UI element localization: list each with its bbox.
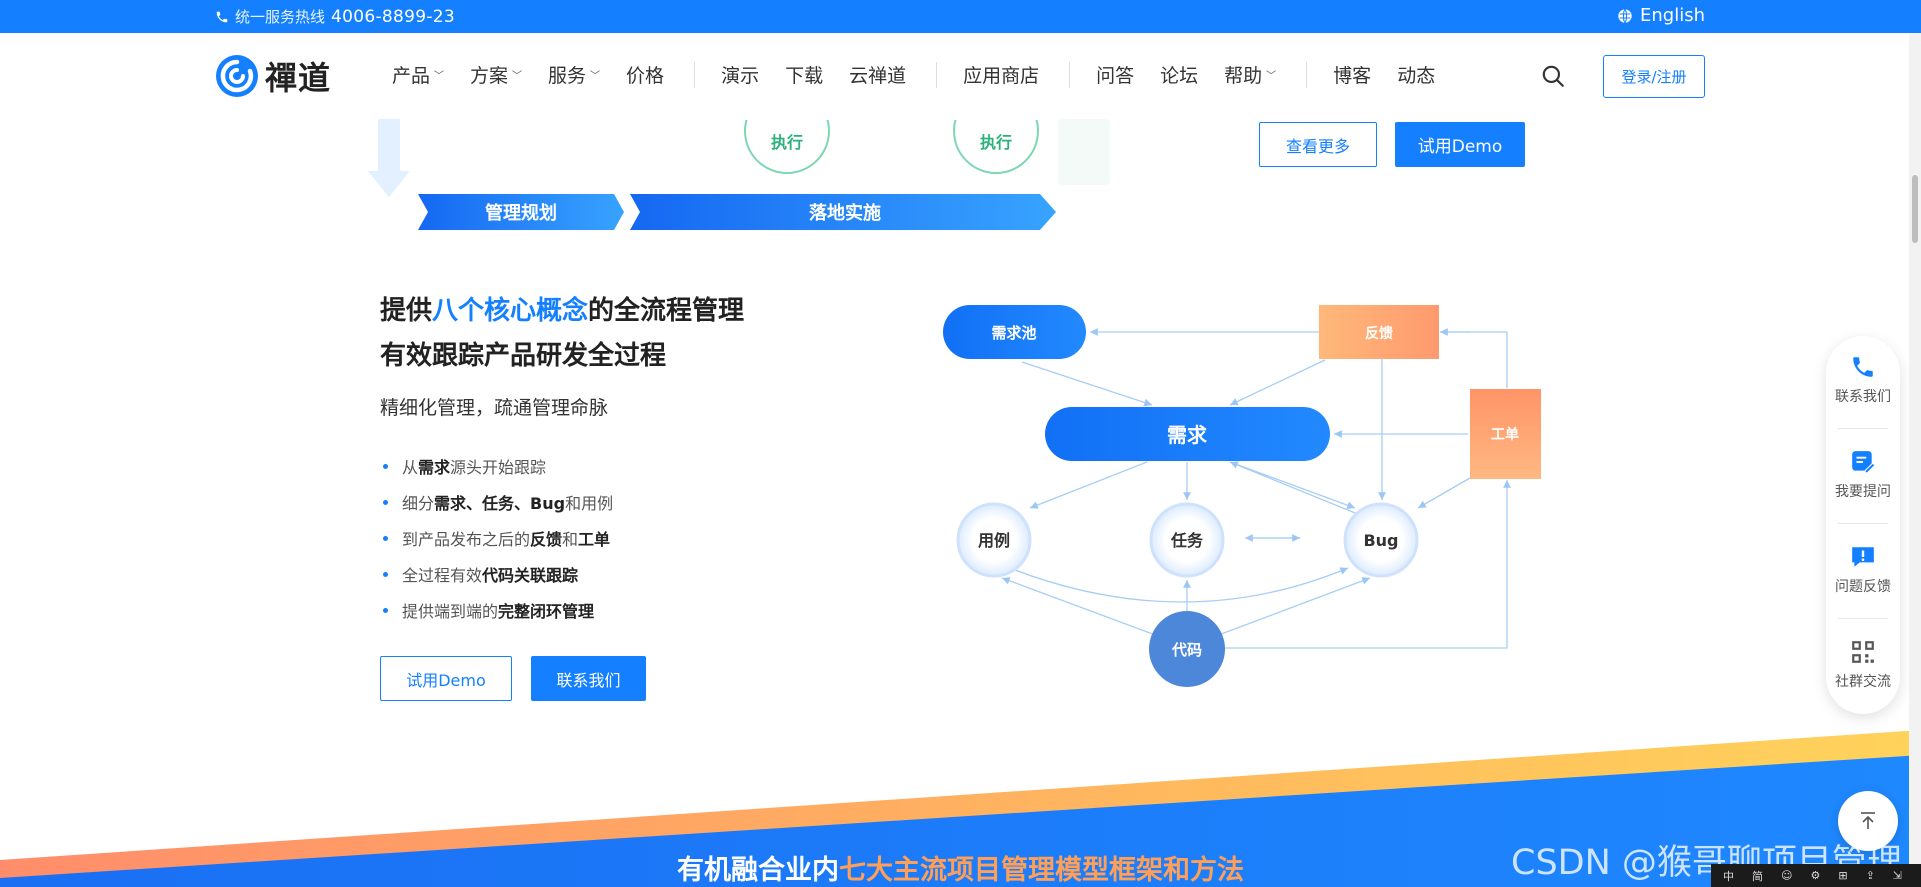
contact-us-button[interactable]: 联系我们 — [531, 656, 646, 701]
nav-item[interactable]: 帮助﹀ — [1224, 65, 1277, 87]
node-ticket: 工单 — [1491, 426, 1519, 443]
edit-icon — [1852, 451, 1876, 474]
bullet-dot — [383, 535, 388, 541]
node-testcase: 用例 — [978, 531, 1010, 550]
feature-bullet: 提供端到端的完整闭环管理 — [383, 592, 613, 628]
system-taskbar: 中 简 ☺ ⚙ ⊞ ⇪ ⇲ — [1711, 864, 1921, 887]
top-bar: 统一服务热线 4006-8899-23 English — [0, 0, 1921, 33]
arrow-up-icon — [1861, 812, 1875, 829]
bullet-dot — [383, 571, 388, 577]
ribbon-shapes — [418, 194, 1056, 230]
nav-item[interactable]: 演示 — [721, 65, 760, 87]
down-arrow-decoration — [368, 119, 410, 197]
chevron-down-icon: ﹀ — [434, 71, 445, 82]
taskbar-glyph[interactable]: ⇪ — [1865, 869, 1875, 882]
scrollbar-thumb[interactable] — [1912, 175, 1918, 243]
nav-item[interactable]: 博客 — [1333, 65, 1372, 87]
nav-item[interactable]: 产品﹀ — [392, 65, 445, 87]
hotline: 统一服务热线 4006-8899-23 — [215, 6, 455, 27]
bullet-dot — [383, 607, 388, 613]
headline-line2: 有效跟踪产品研发全过程 — [380, 341, 667, 371]
concept-diagram: 需求池 反馈 需求 工单 用例 任务 Bug 代码 — [943, 305, 1541, 687]
main-header: 禪道 产品﹀ 方案﹀ 服务﹀ 价格 演示 下载 云禅道 应用商店 问答 论坛 帮助﹀ 博客 动态 登录/… — [0, 33, 1921, 119]
bullet-dot — [383, 499, 388, 505]
taskbar-glyph[interactable]: ⊞ — [1838, 869, 1848, 882]
nav-divider — [694, 61, 696, 88]
bullet-dot — [383, 463, 388, 469]
chevron-down-icon: ﹀ — [512, 71, 523, 82]
float-divider — [1838, 523, 1888, 524]
feedback-icon — [1852, 547, 1874, 567]
nav-item[interactable]: 应用商店 — [963, 65, 1040, 87]
float-feedback[interactable]: 问题反馈 — [1826, 544, 1900, 596]
node-pool: 需求池 — [991, 324, 1036, 342]
main-nav: 产品﹀ 方案﹀ 服务﹀ 价格 演示 下载 云禅道 应用商店 问答 论坛 帮助﹀ 博客 动态 — [392, 61, 1461, 88]
band-title: 有机融合业内七大主流项目管理模型框架和方法 — [677, 855, 1244, 886]
language-label: English — [1640, 5, 1705, 26]
qrcode-icon — [1852, 641, 1874, 663]
logo[interactable]: 禪道 — [215, 53, 331, 99]
float-divider — [1838, 618, 1888, 619]
taskbar-glyph[interactable]: ⇲ — [1892, 869, 1902, 882]
taskbar-glyph[interactable]: 简 — [1752, 869, 1763, 883]
float-ask[interactable]: 我要提问 — [1826, 449, 1900, 501]
float-contact[interactable]: 联系我们 — [1826, 354, 1900, 406]
float-community[interactable]: 社群交流 — [1826, 639, 1900, 691]
nav-item[interactable]: 服务﹀ — [548, 65, 601, 87]
node-code: 代码 — [1171, 641, 1202, 659]
search-icon — [1542, 65, 1564, 87]
logo-text: 禪道 — [265, 59, 332, 97]
login-register-button[interactable]: 登录/注册 — [1603, 55, 1705, 98]
float-divider — [1838, 428, 1888, 429]
phone-icon — [1853, 357, 1873, 377]
node-feedback: 反馈 — [1365, 325, 1393, 342]
ribbon-implement: 落地实施 — [809, 203, 881, 224]
chevron-down-icon: ﹀ — [1266, 71, 1277, 82]
feature-headline: 提供八个核心概念的全流程管理 有效跟踪产品研发全过程 — [380, 289, 744, 379]
faded-block — [1058, 119, 1110, 185]
chevron-down-icon: ﹀ — [590, 71, 601, 82]
nav-item[interactable]: 方案﹀ — [470, 65, 523, 87]
try-demo-button-top[interactable]: 试用Demo — [1395, 122, 1525, 167]
taskbar-glyph[interactable]: 中 — [1723, 869, 1734, 883]
nav-item[interactable]: 云禅道 — [849, 65, 907, 87]
back-to-top-button[interactable] — [1838, 791, 1898, 851]
taskbar-glyph[interactable]: ⚙ — [1810, 869, 1821, 882]
hotline-number: 4006-8899-23 — [331, 6, 456, 27]
nav-item[interactable]: 论坛 — [1160, 65, 1199, 87]
feature-subtitle: 精细化管理，疏通管理命脉 — [380, 397, 609, 419]
band-title-highlight: 七大主流项目管理模型框架和方法 — [839, 855, 1244, 886]
phone-icon — [216, 11, 228, 22]
ribbon-plan: 管理规划 — [485, 203, 557, 224]
nav-divider — [936, 61, 938, 88]
float-panel: 联系我们 我要提问 问题反馈 社群交流 — [1826, 336, 1900, 714]
headline-highlight: 八个核心概念 — [432, 296, 589, 326]
logo-icon — [216, 55, 258, 97]
nav-item[interactable]: 问答 — [1096, 65, 1135, 87]
try-demo-button[interactable]: 试用Demo — [380, 656, 512, 701]
search-button[interactable] — [1540, 63, 1566, 93]
nav-item[interactable]: 动态 — [1397, 65, 1436, 87]
globe-icon — [1618, 8, 1632, 23]
nav-item[interactable]: 下载 — [785, 65, 824, 87]
node-requirement: 需求 — [1167, 423, 1208, 447]
taskbar-glyph[interactable]: ☺ — [1781, 869, 1793, 882]
scrollbar-track[interactable] — [1909, 33, 1921, 887]
node-task: 任务 — [1170, 531, 1204, 550]
nav-item[interactable]: 价格 — [626, 65, 665, 87]
bottom-band — [0, 730, 1921, 887]
nav-divider — [1306, 61, 1308, 88]
feature-bullet: 到产品发布之后的反馈和工单 — [383, 520, 613, 556]
view-more-button[interactable]: 查看更多 — [1259, 122, 1377, 167]
node-bug: Bug — [1363, 531, 1398, 550]
feature-bullet: 全过程有效代码关联跟踪 — [383, 556, 613, 592]
feature-bullet: 从需求源头开始跟踪 — [383, 448, 613, 484]
hotline-label: 统一服务热线 — [235, 8, 326, 26]
nav-divider — [1069, 61, 1071, 88]
language-switch[interactable]: English — [1617, 5, 1705, 26]
